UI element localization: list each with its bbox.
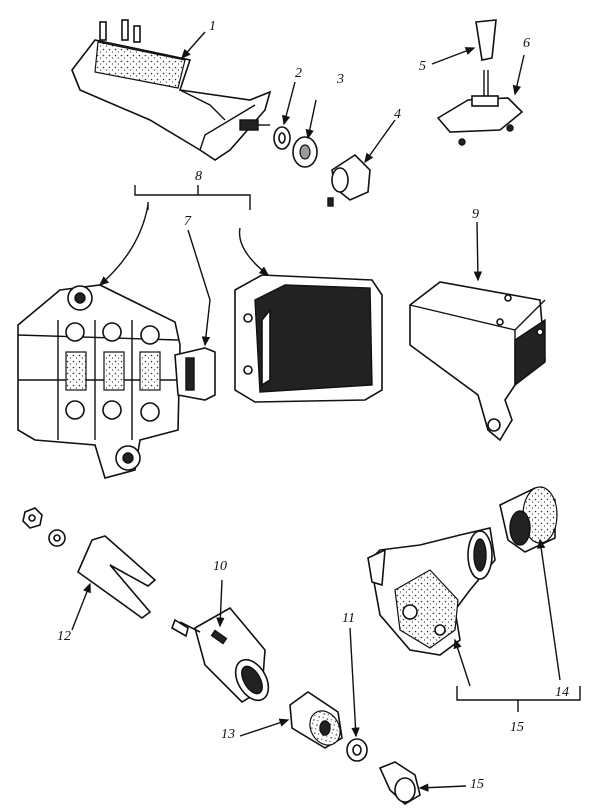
- label-4: 4: [394, 107, 401, 122]
- label-2: 2: [295, 66, 302, 81]
- part-4-knob: [327, 153, 371, 207]
- part-12-hardware: [22, 507, 157, 619]
- part-5-lever-cap: [475, 19, 497, 61]
- label-12: 12: [57, 629, 71, 644]
- label-13: 13: [221, 727, 235, 742]
- label-9: 9: [472, 207, 479, 222]
- label-14: 14: [555, 685, 569, 700]
- label-8: 8: [195, 169, 202, 184]
- part-8-terminal-block: [17, 284, 181, 479]
- part-11-washer: [346, 738, 368, 762]
- label-1: 1: [209, 19, 216, 34]
- label-6: 6: [523, 36, 530, 51]
- label-7-pointer: [187, 229, 211, 347]
- label-10: 10: [213, 559, 227, 574]
- label-7: 7: [184, 214, 191, 229]
- part-6-toggle-switch: [436, 70, 524, 146]
- part-15-switch-assembly: [367, 527, 496, 656]
- label-11: 11: [342, 611, 355, 626]
- part-3-nut: [292, 136, 318, 168]
- part-9-bracket-box: [409, 281, 546, 442]
- label-15-bracket: [456, 686, 581, 712]
- leader-arrows: [71, 31, 561, 792]
- label-15-knob: 15: [470, 777, 484, 792]
- part-knob-bottom: [378, 761, 421, 805]
- part-2-washer: [273, 126, 291, 150]
- part-10-lighter-socket: [171, 606, 270, 704]
- part-7-contact-clip: [174, 347, 216, 401]
- label-15: 15: [510, 720, 524, 735]
- label-8-bracket: [98, 185, 270, 286]
- part-13-lighter-element: [289, 691, 343, 749]
- label-3: 3: [337, 72, 344, 87]
- label-5: 5: [419, 59, 426, 74]
- part-1-switch-base: [71, 19, 272, 161]
- part-8-cover: [234, 274, 383, 403]
- part-14-sleeve: [499, 486, 558, 553]
